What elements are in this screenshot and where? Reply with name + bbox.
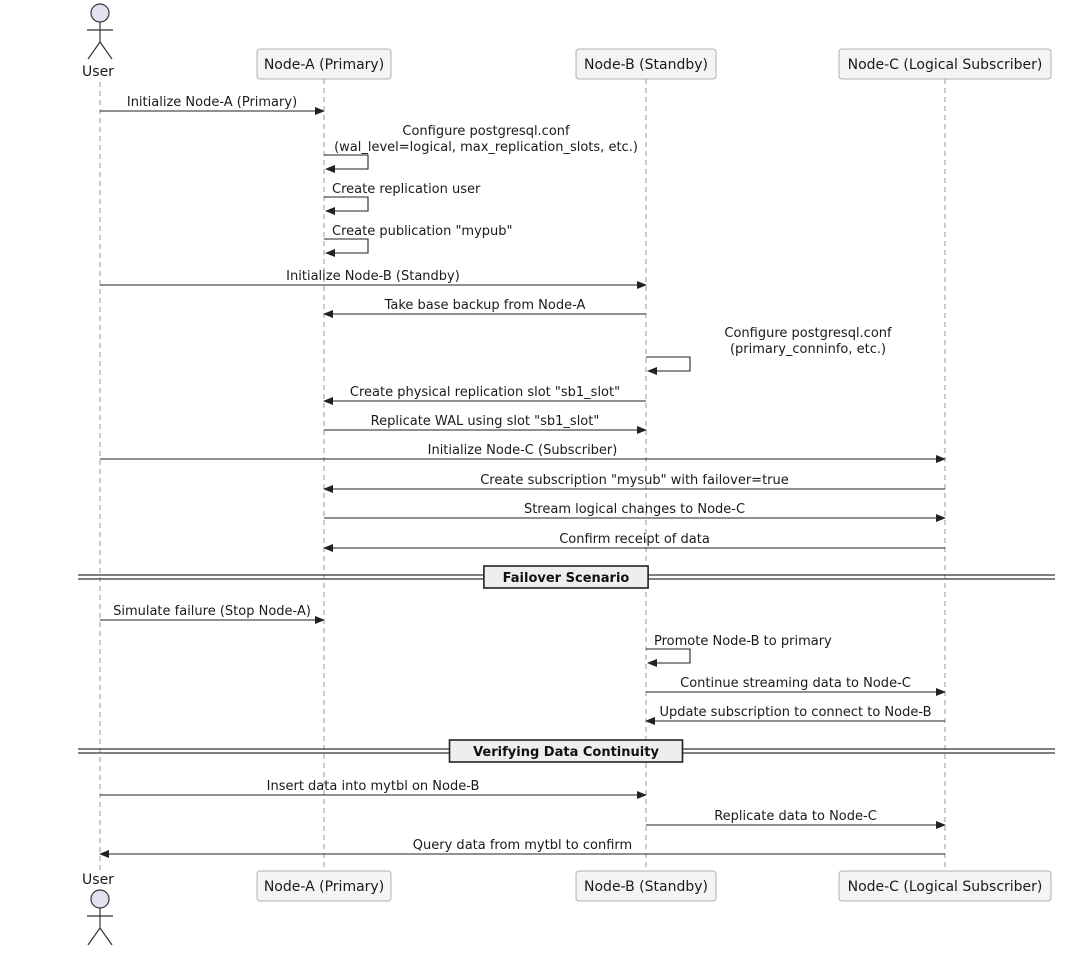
message-label: Replicate WAL using slot "sb1_slot" (371, 414, 600, 429)
message-arrow: Initialize Node-B (Standby) (100, 269, 647, 289)
message-label: Stream logical changes to Node-C (524, 502, 745, 517)
message-label: Query data from mytbl to confirm (413, 838, 632, 853)
message-label: Take base backup from Node-A (384, 298, 586, 313)
section-divider-label: Verifying Data Continuity (473, 745, 659, 760)
message-arrow: Update subscription to connect to Node-B (645, 705, 945, 725)
message-label: Insert data into mytbl on Node-B (267, 779, 480, 794)
self-message: Configure postgresql.conf(primary_connin… (646, 326, 892, 375)
message-arrow: Create physical replication slot "sb1_sl… (323, 385, 646, 405)
message-arrow: Simulate failure (Stop Node-A) (100, 604, 325, 624)
participant-label: Node-A (Primary) (264, 57, 384, 73)
message-label: Configure postgresql.conf (402, 124, 570, 139)
self-message: Create replication user (324, 182, 481, 215)
self-message: Create publication "mypub" (324, 224, 513, 257)
message-label: Update subscription to connect to Node-B (659, 705, 931, 720)
message-label: Configure postgresql.conf (724, 326, 892, 341)
participant-b-top: Node-B (Standby) (575, 48, 717, 80)
section-divider: Verifying Data Continuity (78, 739, 1055, 763)
message-arrow: Initialize Node-A (Primary) (100, 95, 325, 115)
message-arrow: Replicate WAL using slot "sb1_slot" (324, 414, 647, 434)
message-label: Initialize Node-B (Standby) (286, 269, 460, 284)
participant-label: Node-A (Primary) (264, 879, 384, 895)
message-label: Initialize Node-A (Primary) (127, 95, 297, 110)
message-arrow: Insert data into mytbl on Node-B (100, 779, 647, 799)
actor-icon (87, 3, 113, 60)
message-label: Initialize Node-C (Subscriber) (428, 443, 618, 458)
section-divider-label: Failover Scenario (503, 571, 630, 586)
actor-icon (87, 889, 113, 946)
section-divider: Failover Scenario (78, 565, 1055, 589)
actor-label: User (82, 64, 114, 80)
message-label: Create publication "mypub" (332, 224, 513, 239)
message-arrow: Stream logical changes to Node-C (324, 502, 946, 522)
participant-label: Node-C (Logical Subscriber) (848, 879, 1043, 895)
message-arrow: Confirm receipt of data (323, 532, 945, 552)
participant-label: Node-C (Logical Subscriber) (848, 57, 1043, 73)
message-label: Confirm receipt of data (559, 532, 710, 547)
participant-label: Node-B (Standby) (584, 879, 708, 895)
participant-b-bottom: Node-B (Standby) (575, 870, 717, 902)
message-arrow: Initialize Node-C (Subscriber) (100, 443, 946, 463)
message-arrow: Take base backup from Node-A (323, 298, 646, 318)
participant-a-top: Node-A (Primary) (256, 48, 392, 80)
message-label: (primary_conninfo, etc.) (730, 342, 886, 357)
message-label: Continue streaming data to Node-C (680, 676, 911, 691)
actor-label: User (82, 872, 114, 888)
message-label: Create physical replication slot "sb1_sl… (350, 385, 620, 400)
message-arrow: Replicate data to Node-C (646, 809, 946, 829)
message-arrow: Query data from mytbl to confirm (99, 838, 945, 858)
self-message: Configure postgresql.conf(wal_level=logi… (324, 124, 638, 173)
message-label: Simulate failure (Stop Node-A) (113, 604, 311, 619)
participant-a-bottom: Node-A (Primary) (256, 870, 392, 902)
message-arrow: Create subscription "mysub" with failove… (323, 473, 945, 493)
participant-c-bottom: Node-C (Logical Subscriber) (838, 870, 1052, 902)
message-label: Promote Node-B to primary (654, 634, 832, 649)
message-label: Create replication user (332, 182, 481, 197)
message-label: Create subscription "mysub" with failove… (480, 473, 789, 488)
self-message: Promote Node-B to primary (646, 634, 832, 667)
message-label: (wal_level=logical, max_replication_slot… (334, 140, 638, 155)
actor-bottom: User (82, 872, 114, 946)
message-arrow: Continue streaming data to Node-C (646, 676, 946, 696)
actor-top: User (82, 3, 114, 80)
message-label: Replicate data to Node-C (714, 809, 877, 824)
participant-label: Node-B (Standby) (584, 57, 708, 73)
participant-c-top: Node-C (Logical Subscriber) (838, 48, 1052, 80)
